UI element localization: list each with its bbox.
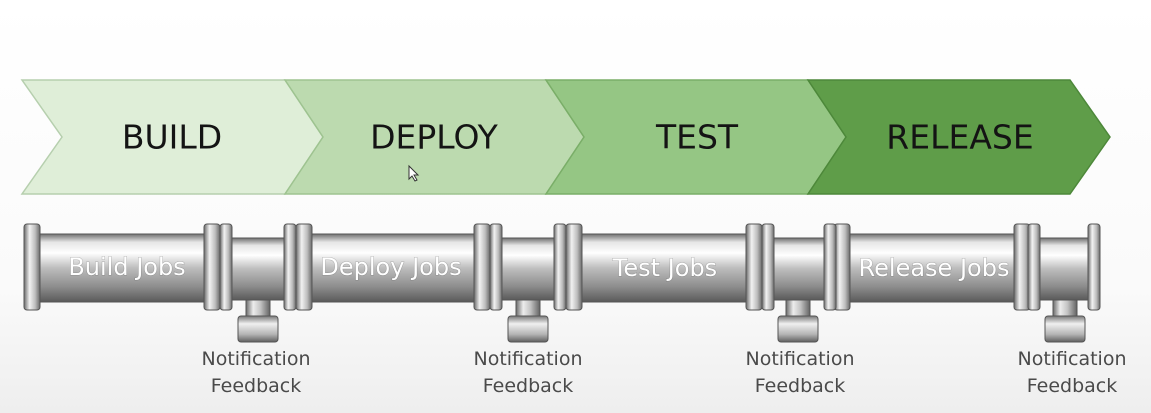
notification-line: Notification <box>473 348 582 370</box>
stage-chevron-build: BUILD <box>20 79 324 195</box>
pipe-label-deploy: Deploy Jobs <box>320 253 461 281</box>
pipe-tee-fitting-1 <box>219 223 297 343</box>
pipe-label-release: Release Jobs <box>859 254 1010 282</box>
stage-label-deploy: DEPLOY <box>370 118 499 157</box>
stage-label-test: TEST <box>655 118 739 157</box>
stage-label-build: BUILD <box>122 118 222 157</box>
pipe-tee-fitting-4 <box>1027 223 1101 343</box>
pipe-tee-fitting-2 <box>489 223 567 343</box>
pipe-segment-test: Test Jobs <box>565 223 763 311</box>
feedback-line: Feedback <box>1027 375 1117 397</box>
stage-label-release: RELEASE <box>886 118 1033 157</box>
stage-chevron-test: TEST <box>544 79 847 195</box>
notification-label-3: Notification Feedback <box>745 348 854 397</box>
notification-line: Notification <box>745 348 854 370</box>
notification-line: Notification <box>1017 348 1126 370</box>
stage-chevron-release: RELEASE <box>806 79 1111 195</box>
notification-line: Notification <box>201 348 310 370</box>
pipe-segment-deploy: Deploy Jobs <box>295 223 491 311</box>
pipe-segment-release: Release Jobs <box>833 223 1031 311</box>
feedback-line: Feedback <box>483 375 573 397</box>
pipe-label-test: Test Jobs <box>612 254 717 282</box>
notification-label-1: Notification Feedback <box>201 348 310 397</box>
stage-shape <box>806 79 1111 195</box>
mouse-cursor-icon <box>408 164 420 182</box>
pipe-tee-fitting-3 <box>761 223 837 343</box>
feedback-line: Feedback <box>755 375 845 397</box>
pipe-label-build: Build Jobs <box>68 253 185 281</box>
pipe-segment-build: Build Jobs <box>23 223 221 311</box>
notification-label-4: Notification Feedback <box>1017 348 1126 397</box>
stage-chevron-deploy: DEPLOY <box>283 79 585 195</box>
feedback-line: Feedback <box>211 375 301 397</box>
notification-label-2: Notification Feedback <box>473 348 582 397</box>
